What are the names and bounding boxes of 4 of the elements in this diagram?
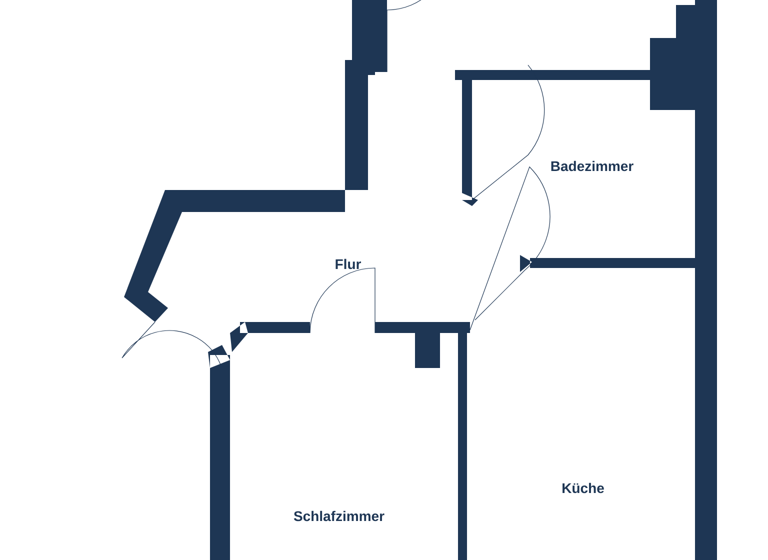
room-label: Küche [562,482,604,494]
room-label: Schlafzimmer [294,510,384,522]
room-label: Flur [336,258,362,270]
room-label: Badezimmer [551,160,634,172]
